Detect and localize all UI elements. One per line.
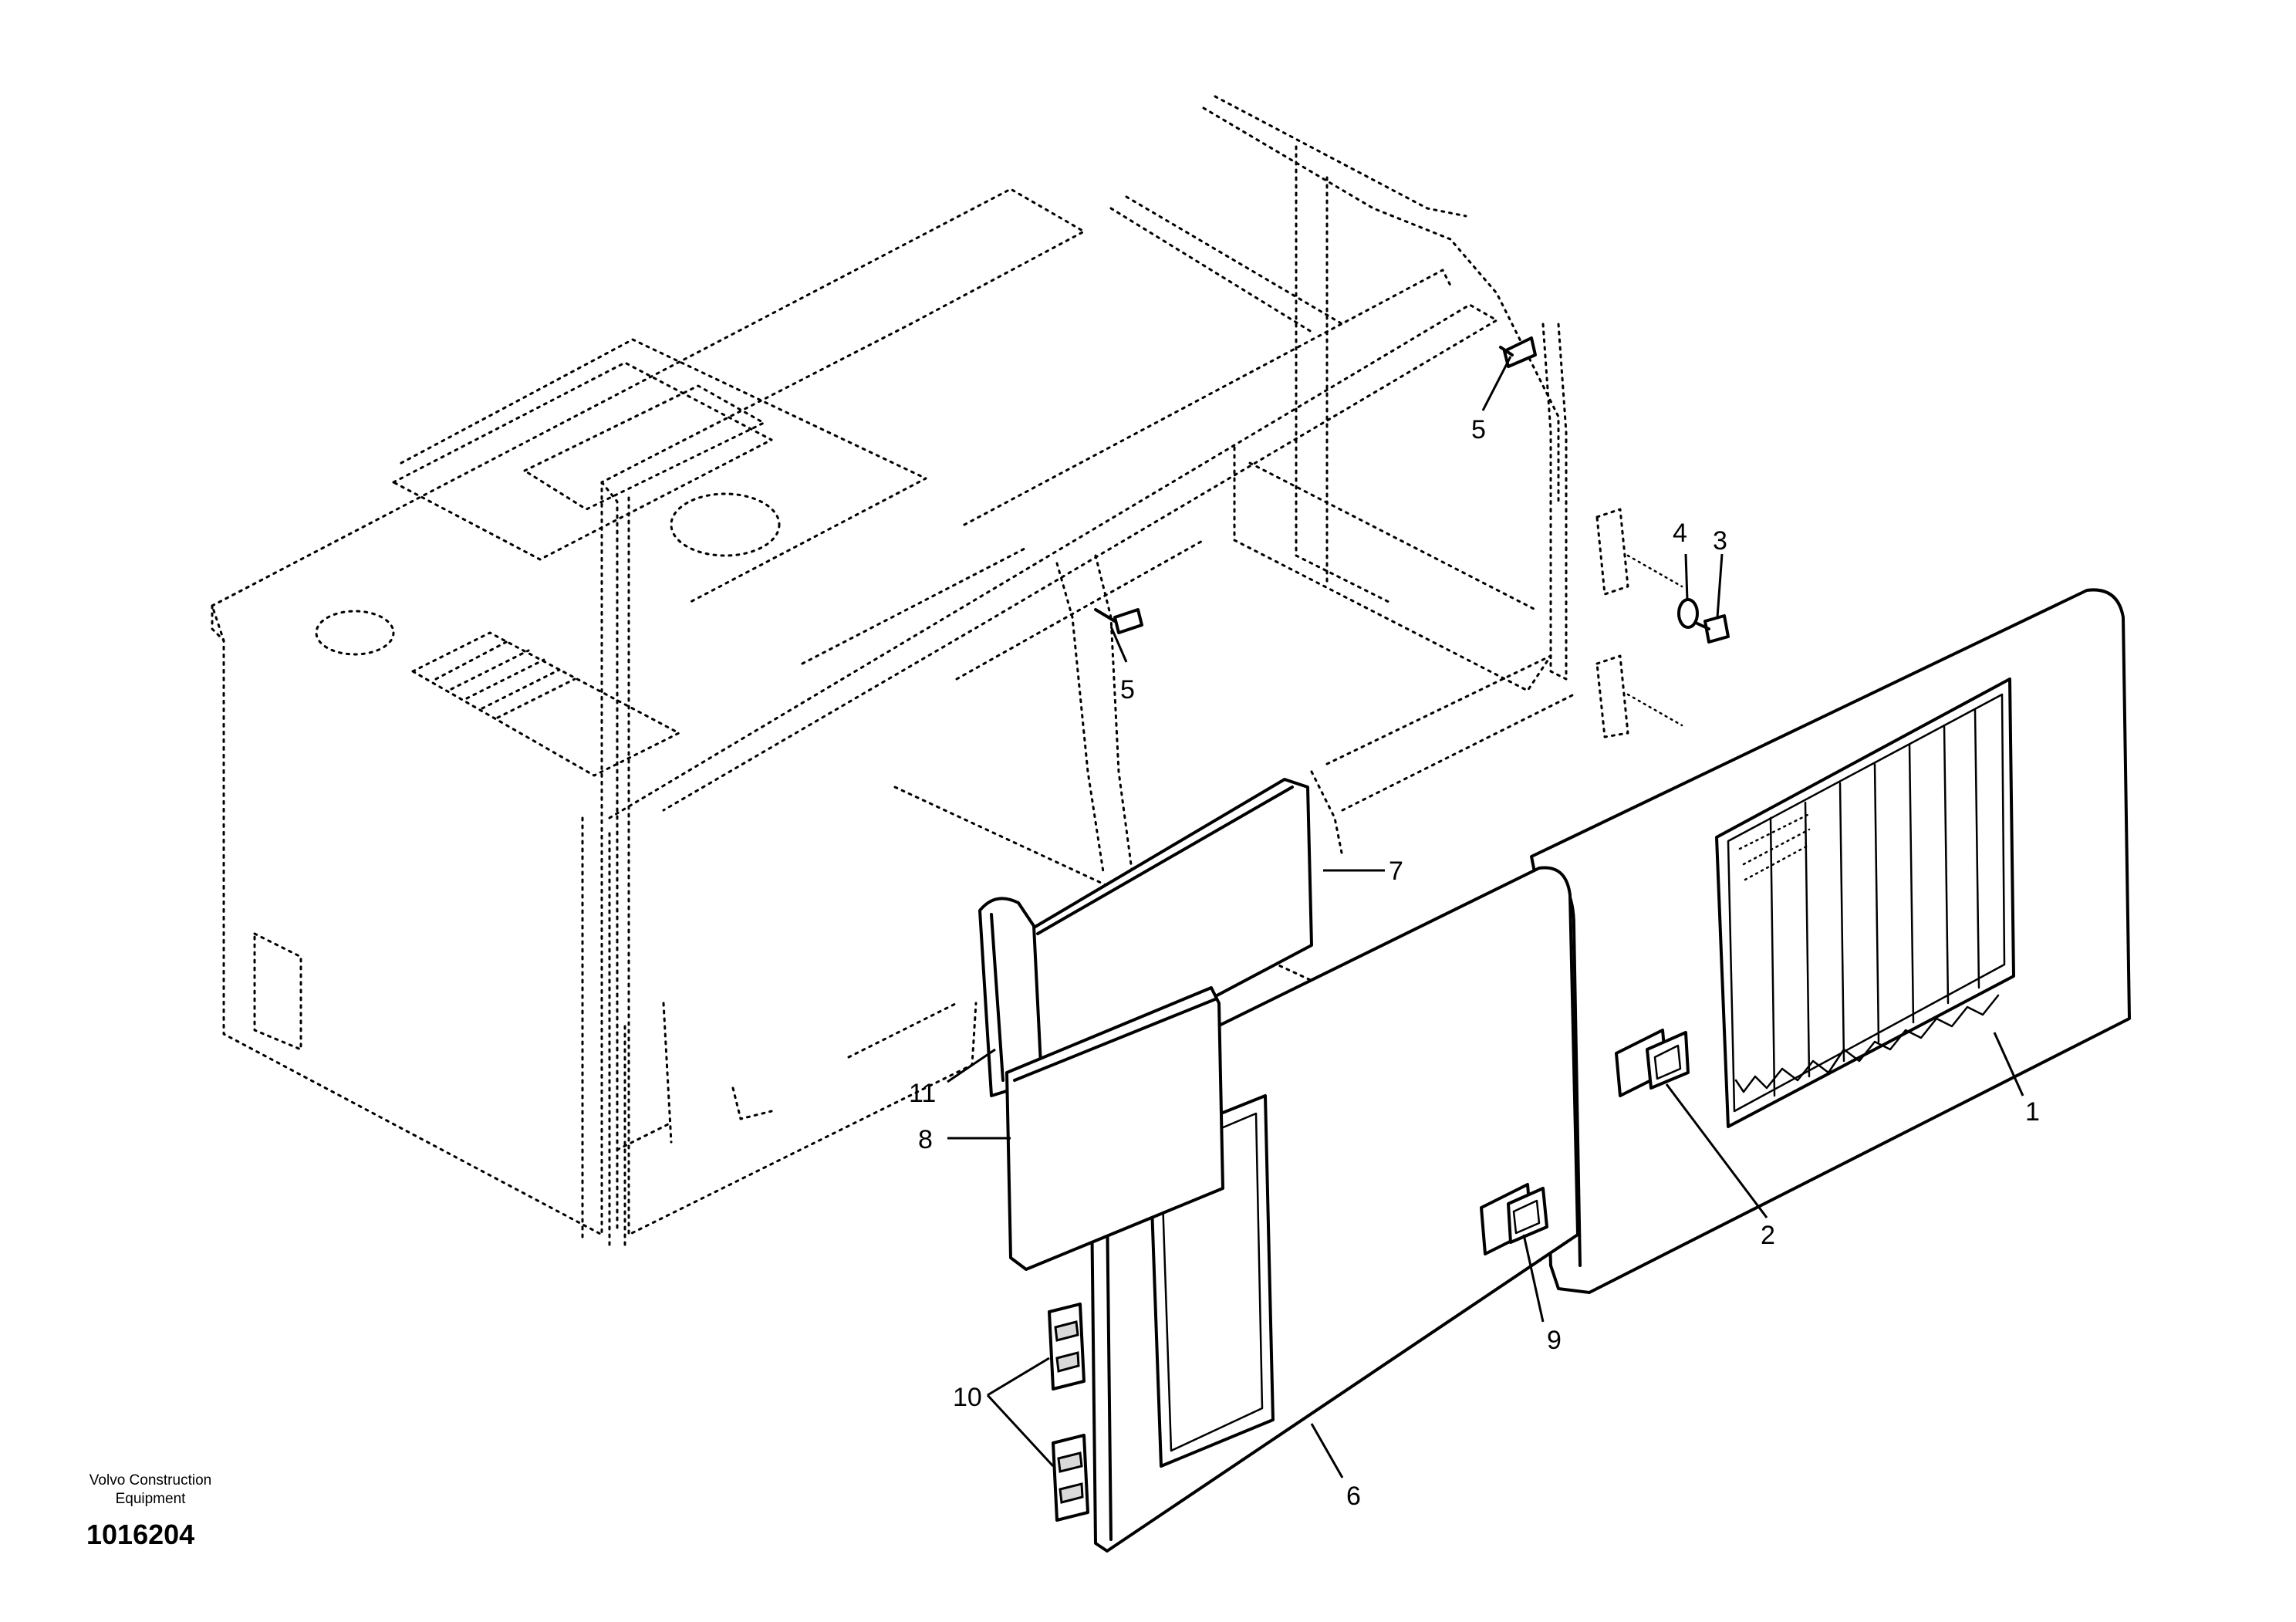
leader-lines <box>947 356 2024 1478</box>
callout-6: 6 <box>1346 1482 1361 1511</box>
callout-3: 3 <box>1713 526 1727 556</box>
publisher-credit-line1: Volvo Construction <box>89 1472 212 1489</box>
callout-2: 2 <box>1761 1221 1775 1250</box>
publisher-credit-line2: Equipment <box>115 1491 186 1507</box>
callout-4: 4 <box>1673 519 1687 548</box>
bolt-part-5-upper <box>1499 336 1537 368</box>
hinge-part-10-lower <box>1052 1434 1089 1522</box>
bolt-part-3 <box>1696 614 1730 644</box>
callout-labels: 1 2 3 4 5 5 6 7 8 9 10 11 <box>909 415 2040 1511</box>
callout-10: 10 <box>953 1383 982 1412</box>
bolt-part-5-lower <box>1094 608 1143 634</box>
callout-9: 9 <box>1547 1326 1562 1355</box>
rear-door-part-1 <box>1530 588 2131 1294</box>
washer-part-4 <box>1677 598 1699 629</box>
callout-5-upper: 5 <box>1471 415 1486 444</box>
hinge-part-10-upper <box>1048 1303 1086 1391</box>
callout-11: 11 <box>909 1079 936 1108</box>
callout-7: 7 <box>1389 857 1403 886</box>
seal-part-11 <box>978 897 1043 1097</box>
callout-5-lower: 5 <box>1120 675 1135 705</box>
callout-8: 8 <box>918 1125 933 1154</box>
callout-1: 1 <box>2025 1097 2040 1127</box>
machine-body-outline <box>211 95 1683 1252</box>
pad-part-8 <box>1005 986 1224 1271</box>
drawing-number: 1016204 <box>86 1519 195 1550</box>
